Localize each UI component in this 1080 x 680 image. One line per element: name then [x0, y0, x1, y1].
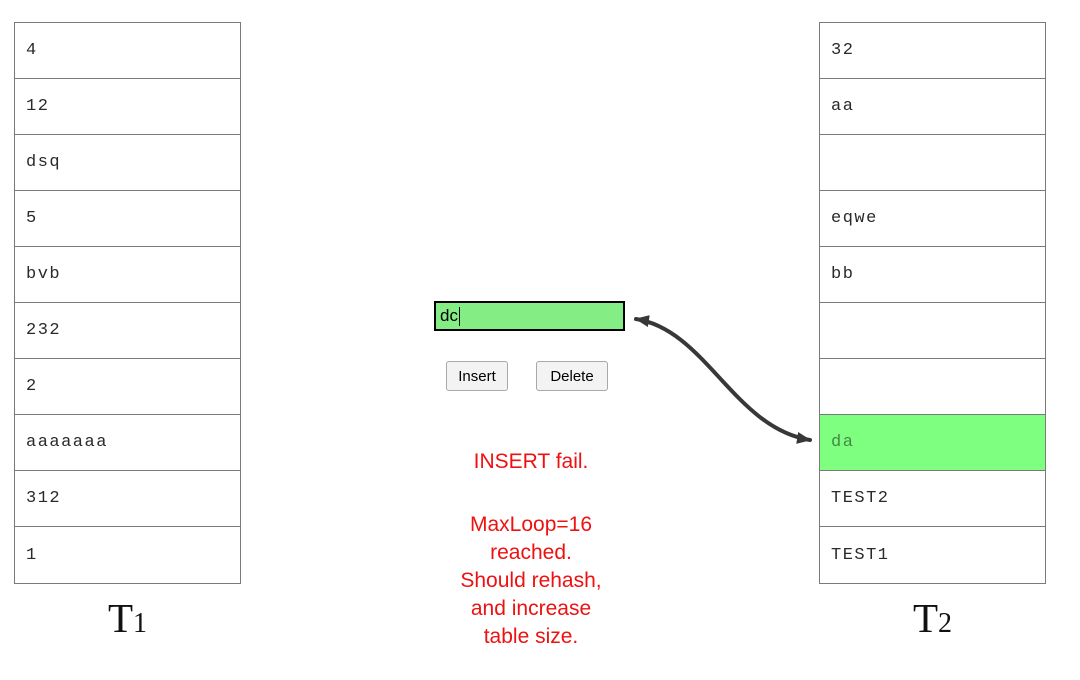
t1-label: T1 [14, 598, 241, 639]
t2-label-sub: 2 [938, 608, 953, 639]
t2-cell-0: 32 [820, 23, 1045, 79]
t1-cell-0: 4 [15, 23, 240, 79]
t2-label-main: T [912, 595, 939, 641]
t2-cell-5 [820, 303, 1045, 359]
maxloop-message-line: and increase [470, 597, 592, 620]
maxloop-message-line: reached. [490, 541, 572, 564]
t1-label-sub: 1 [133, 608, 148, 639]
maxloop-message-line: Should rehash, [460, 569, 602, 592]
t2-cell-4: bb [820, 247, 1045, 303]
insert-button[interactable]: Insert [446, 361, 508, 391]
t1-cell-6: 2 [15, 359, 240, 415]
hash-table-t1: 4 12 dsq 5 bvb 232 2 aaaaaaa 312 1 [14, 22, 241, 584]
t2-cell-6 [820, 359, 1045, 415]
key-input[interactable]: dc [434, 301, 625, 331]
t1-cell-2: dsq [15, 135, 240, 191]
maxloop-message-line: MaxLoop=16 [469, 513, 592, 536]
t1-cell-4: bvb [15, 247, 240, 303]
delete-button[interactable]: Delete [536, 361, 608, 391]
t1-cell-8: 312 [15, 471, 240, 527]
insert-fail-message: INSERT fail. [473, 450, 589, 473]
t1-cell-5: 232 [15, 303, 240, 359]
maxloop-message: MaxLoop=16 reached. Should rehash, and i… [406, 511, 656, 651]
t2-cell-9: TEST1 [831, 545, 890, 565]
t1-cell-3: 5 [15, 191, 240, 247]
t2-cell-7-highlighted: da [820, 415, 1045, 471]
text-caret-icon [458, 306, 461, 326]
t1-cell-9: 1 [26, 545, 38, 565]
t1-cell-7: aaaaaaa [15, 415, 240, 471]
hash-table-t2: 32 aa eqwe bb da TEST2 TEST1 [819, 22, 1046, 584]
t2-cell-8: TEST2 [820, 471, 1045, 527]
t1-label-main: T [107, 595, 134, 641]
t2-cell-3: eqwe [820, 191, 1045, 247]
key-input-value: dc [440, 306, 458, 325]
t2-cell-1: aa [820, 79, 1045, 135]
kickout-arrow-path [634, 315, 812, 444]
t2-cell-2 [820, 135, 1045, 191]
t1-cell-1: 12 [15, 79, 240, 135]
maxloop-message-line: table size. [483, 625, 579, 648]
t2-label: T2 [819, 598, 1046, 639]
